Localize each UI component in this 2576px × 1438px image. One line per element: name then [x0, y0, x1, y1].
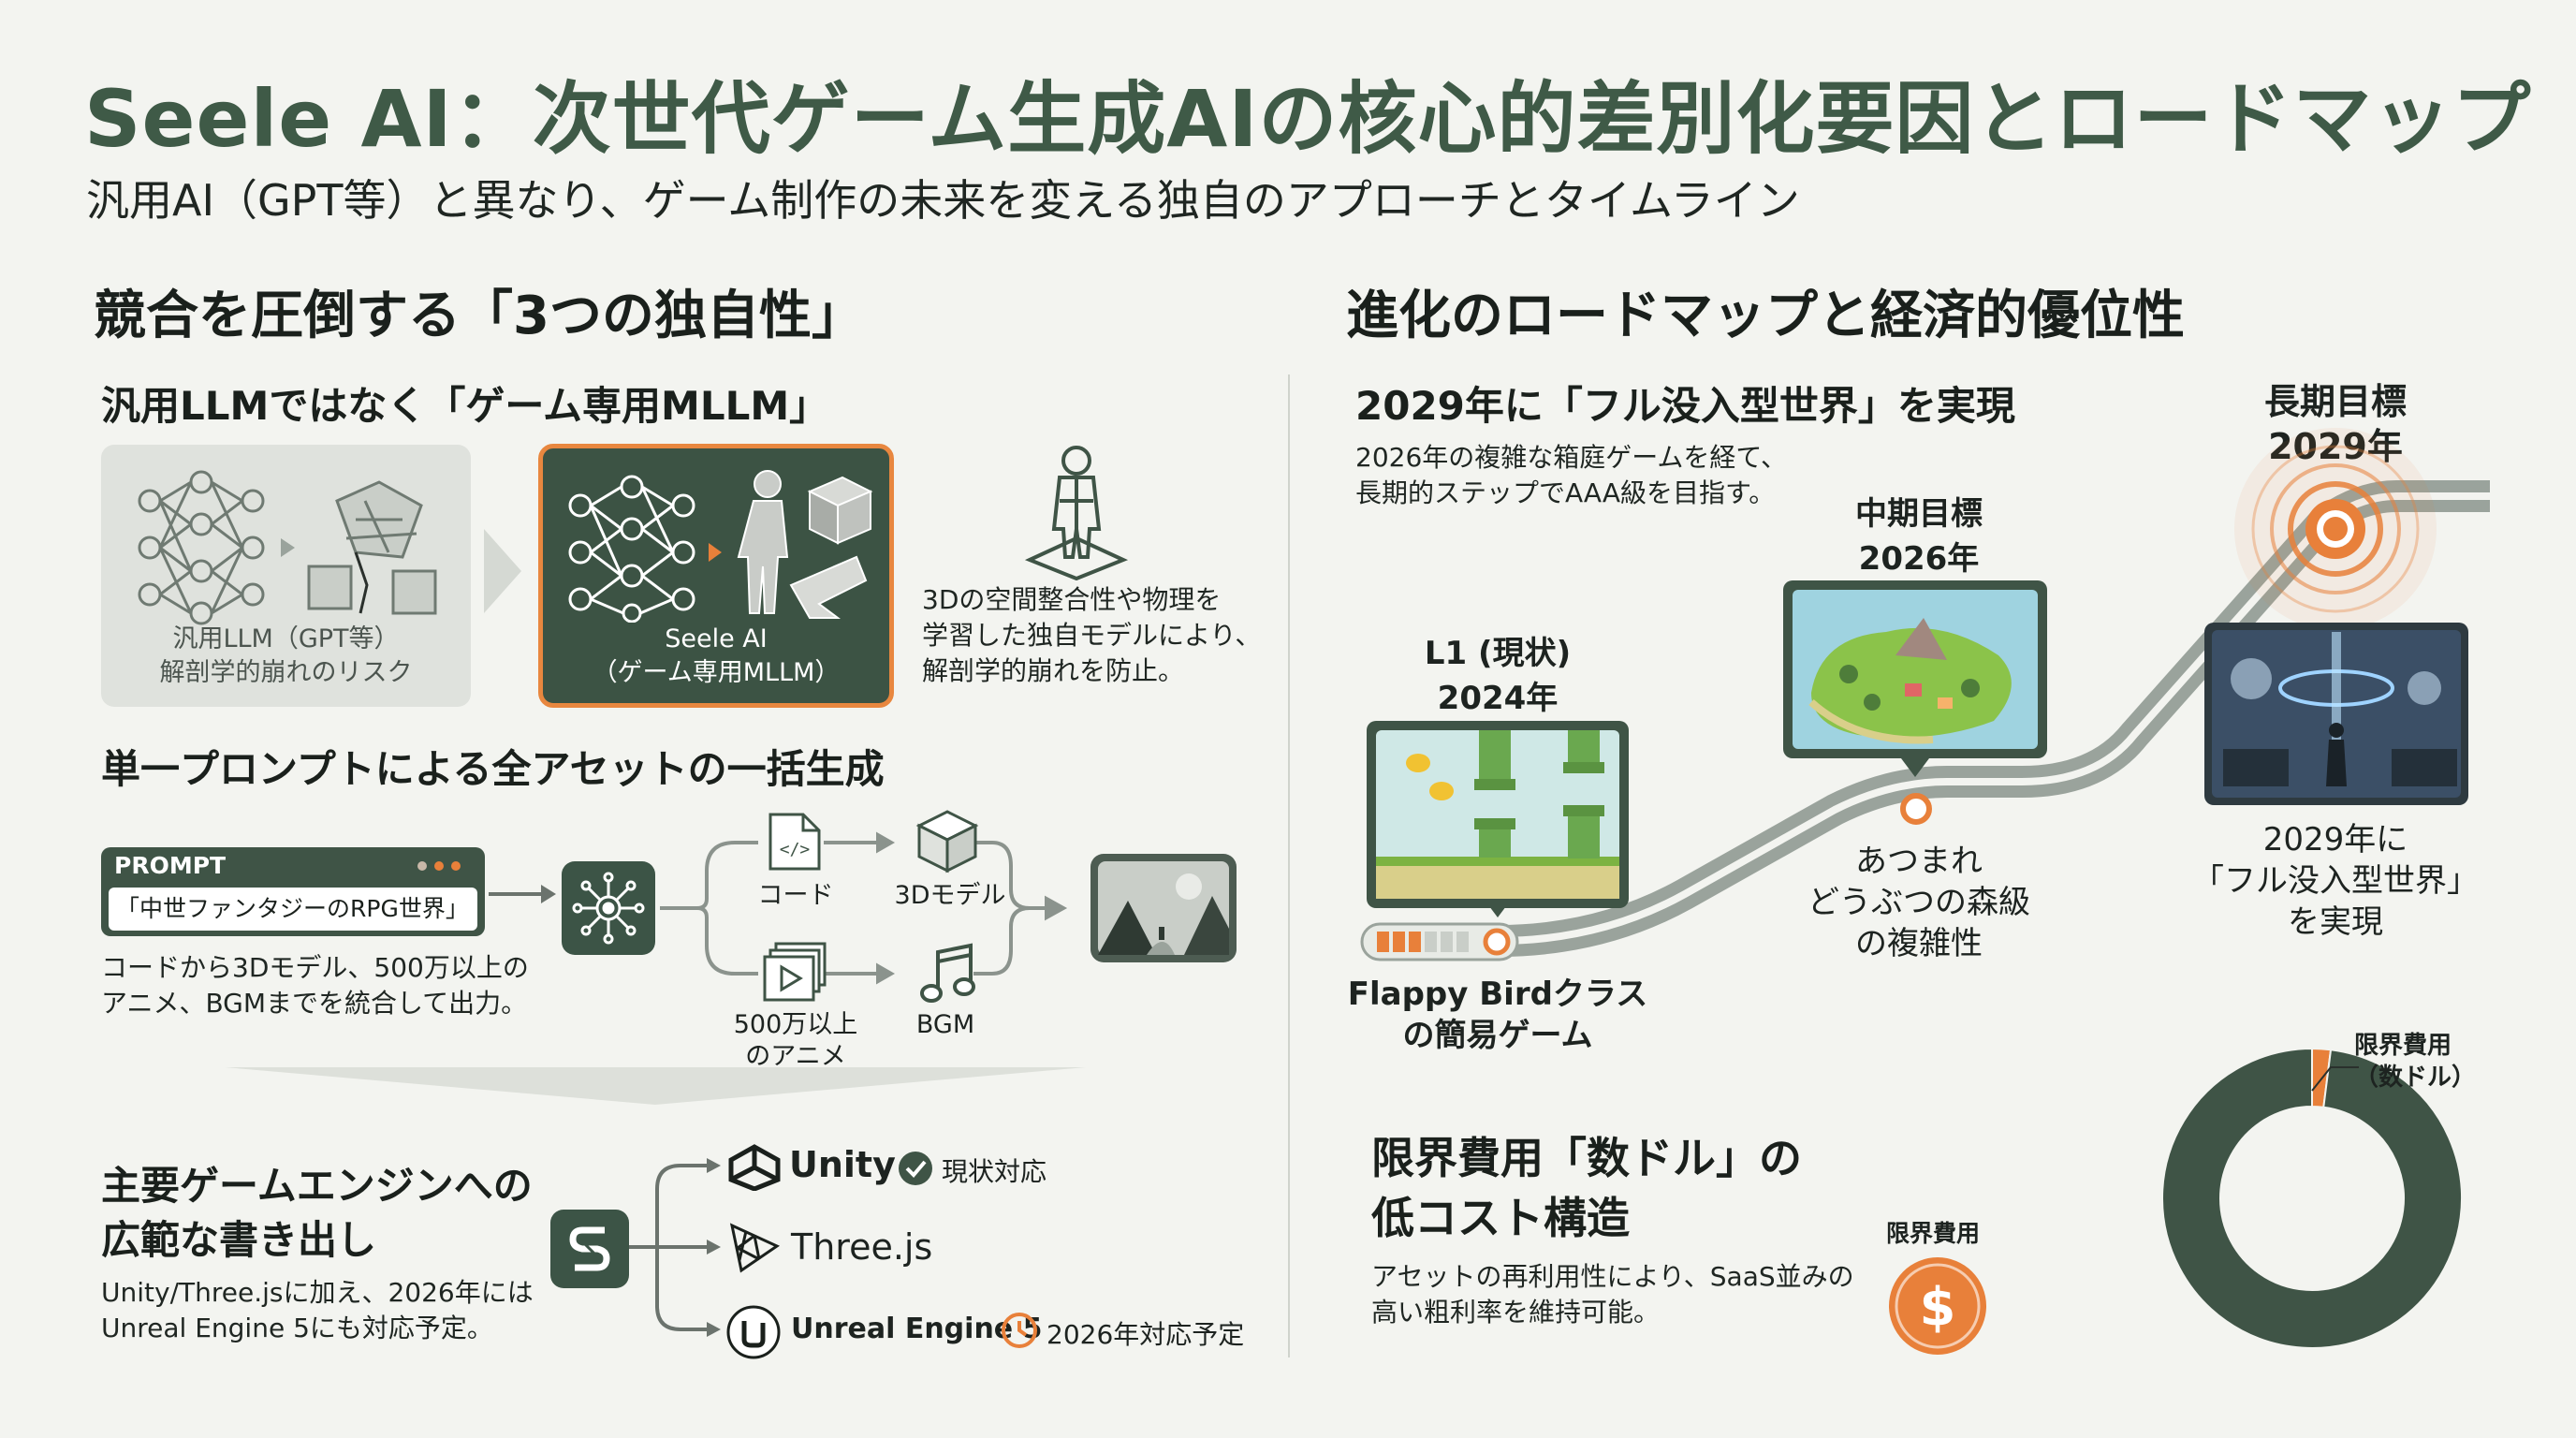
- forest-scene-icon: [1098, 861, 1229, 955]
- milestone-long-target-icon: [2234, 428, 2437, 630]
- prompt-heading: 単一プロンプトによる全アセットの一括生成: [101, 746, 885, 792]
- output-branch-lines: [660, 831, 1068, 985]
- seele-logo-icon: [569, 1226, 610, 1271]
- immersive-world-scene: [2212, 630, 2461, 798]
- left-section-title: 競合を圧倒する「3つの独自性」: [94, 286, 864, 346]
- engine-branch-lines: [629, 1158, 721, 1337]
- arrow-right-icon: [489, 885, 556, 903]
- donut-slice-1: [2161, 1047, 2463, 1349]
- output-bgm-label: BGM: [915, 1010, 975, 1039]
- unity-logo-icon: [728, 1144, 781, 1191]
- output-anim-label: 500万以上 のアニメ: [733, 1010, 858, 1071]
- prompt-tag: PROMPT: [114, 852, 227, 879]
- general-llm-illustration: [138, 470, 437, 625]
- cube-icon: [807, 476, 873, 545]
- milestone-l1-desc: Flappy Birdクラス の簡易ゲーム: [1347, 976, 1648, 1054]
- dollar-coin-icon: $: [1889, 1257, 1986, 1355]
- engine-unity-label: Unity: [789, 1144, 896, 1185]
- svg-text:</>: </>: [780, 840, 811, 859]
- cost-heading: 限界費用「数ドル」の 低コスト構造: [1371, 1133, 1802, 1243]
- donut-label: 限界費用 （数ドル）: [2354, 1032, 2477, 1092]
- unreal-status: 2026年対応予定: [1046, 1319, 1245, 1350]
- funnel-separator: [225, 1067, 1086, 1105]
- cost-donut-chart: [2161, 1047, 2463, 1349]
- export-description: Unity/Three.jsに加え、2026年には Unreal Engine …: [101, 1277, 534, 1343]
- cost-icon-label: 限界費用: [1886, 1220, 1981, 1247]
- humanoid-figure-icon: [737, 470, 789, 614]
- cost-description: アセットの再利用性により、SaaS並みの 高い粗利率を維持可能。: [1371, 1261, 1854, 1328]
- window-dots-icon: [417, 861, 461, 871]
- ai-hub-icon: [572, 872, 645, 945]
- page-title: Seele AI：次世代ゲーム生成AIの核心的差別化要因とロードマップ: [84, 73, 2532, 165]
- neural-network-icon: [568, 475, 695, 623]
- weapon-shape-icon: [789, 555, 868, 619]
- engine-threejs-label: Three.js: [791, 1226, 933, 1268]
- humanoid-wireframe-icon: [1024, 446, 1129, 580]
- neural-network-icon: [138, 470, 265, 625]
- roadmap-heading: 2029年に「フル没入型世界」を実現: [1355, 383, 2015, 429]
- milestone-l1-title: L1 (現状) 2024年: [1424, 635, 1572, 717]
- code-file-icon: </>: [768, 813, 821, 871]
- 3d-cube-icon: [915, 810, 979, 873]
- progress-bar-l1: [1360, 922, 1519, 961]
- seele-mllm-illustration: [568, 470, 873, 623]
- threejs-logo-icon: [729, 1223, 781, 1273]
- prompt-text: 「中世ファンタジーのRPG世界」: [109, 888, 477, 931]
- unity-status: 現状対応: [942, 1156, 1047, 1187]
- svg-text:$: $: [1920, 1277, 1956, 1338]
- mllm-description: 3Dの空間整合性や物理を 学習した独自モデルにより、 解剖学的崩れを防止。: [922, 584, 1262, 686]
- milestone-mid-desc: あつまれ どうぶつの森級 の複雑性: [1808, 843, 2030, 962]
- music-note-icon: [920, 943, 975, 1003]
- general-llm-label: 汎用LLM（GPT等） 解剖学的崩れのリスク: [159, 624, 413, 687]
- island-scene: [1793, 590, 2038, 777]
- arrow-icon: [709, 543, 722, 562]
- check-circle-icon: [899, 1152, 932, 1185]
- prompt-description: コードから3Dモデル、500万以上の アニメ、BGMまでを統合して出力。: [101, 952, 529, 1019]
- unreal-logo-icon: [726, 1305, 781, 1359]
- output-code-label: コード: [757, 881, 834, 910]
- output-3dmodel-label: 3Dモデル: [894, 881, 1006, 910]
- milestone-mid-title: 中期目標 2026年: [1855, 495, 1983, 578]
- animation-play-icon: [763, 942, 827, 1002]
- column-divider: [1288, 374, 1290, 1357]
- roadmap-description: 2026年の複雑な箱庭ゲームを経て、 長期的ステップでAAA級を目指す。: [1355, 442, 1788, 508]
- right-section-title: 進化のロードマップと経済的優位性: [1346, 286, 2185, 346]
- donut-leader-line: [2311, 1066, 2359, 1092]
- mllm-heading: 汎用LLMではなく「ゲーム専用MLLM」: [101, 383, 829, 429]
- milestone-long-desc: 2029年に 「フル没入型世界」 を実現: [2192, 821, 2479, 941]
- seele-mllm-label: Seele AI （ゲーム専用MLLM）: [592, 624, 841, 687]
- milestone-long-title: 長期目標 2029年: [2263, 381, 2407, 467]
- flappy-bird-scene: [1376, 730, 1619, 917]
- arrow-icon: [281, 538, 295, 557]
- page-subtitle: 汎用AI（GPT等）と異なり、ゲーム制作の未来を変える独自のアプローチとタイムラ…: [86, 175, 1800, 226]
- export-heading: 主要ゲームエンジンへの 広範な書き出し: [101, 1163, 533, 1263]
- milestone-mid-node: [1900, 793, 1932, 825]
- clock-icon: [1002, 1313, 1037, 1348]
- engine-unreal-label: Unreal Engine 5: [791, 1313, 1043, 1345]
- chevron-right-icon: [484, 529, 521, 613]
- broken-mesh-icon: [307, 480, 437, 615]
